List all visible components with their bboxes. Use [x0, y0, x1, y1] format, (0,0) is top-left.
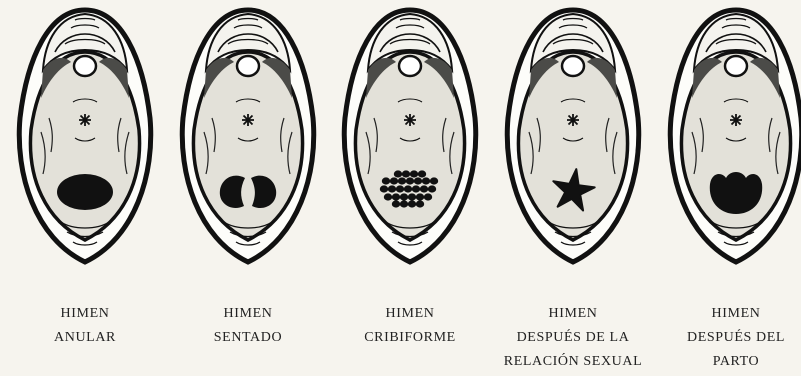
caption-line: HIMEN — [493, 302, 653, 326]
illustration-cribiforme — [340, 6, 480, 268]
figure-sentado: HIMENSENTADO — [168, 0, 328, 376]
caption-despues-parto: HIMENDESPUÉS DELPARTO — [656, 302, 801, 374]
urethra-icon — [404, 114, 416, 126]
urethra-icon — [79, 114, 91, 126]
figure-anular: HIMENANULAR — [5, 0, 165, 376]
caption-line: PARTO — [656, 350, 801, 374]
illustration-despues-parto — [666, 6, 801, 268]
figure-despues-parto: HIMENDESPUÉS DELPARTO — [656, 0, 801, 376]
figure-despues-relacion: HIMENDESPUÉS DE LARELACIÓN SEXUAL — [493, 0, 653, 376]
urethra-icon — [242, 114, 254, 126]
caption-line: RELACIÓN SEXUAL — [493, 350, 653, 374]
caption-sentado: HIMENSENTADO — [168, 302, 328, 350]
annular-opening — [57, 174, 113, 210]
caption-anular: HIMENANULAR — [5, 302, 165, 350]
clitoris — [562, 56, 584, 76]
clitoris — [74, 56, 96, 76]
caption-line: DESPUÉS DEL — [656, 326, 801, 350]
caption-line: HIMEN — [656, 302, 801, 326]
caption-line: HIMEN — [5, 302, 165, 326]
caption-cribiforme: HIMENCRIBIFORME — [330, 302, 490, 350]
figure-cribiforme: HIMENCRIBIFORME — [330, 0, 490, 376]
caption-line: ANULAR — [5, 326, 165, 350]
illustration-anular — [15, 6, 155, 268]
urethra-icon — [730, 114, 742, 126]
caption-line: CRIBIFORME — [330, 326, 490, 350]
caption-line: HIMEN — [168, 302, 328, 326]
caption-line: SENTADO — [168, 326, 328, 350]
clitoris — [237, 56, 259, 76]
illustration-sentado — [178, 6, 318, 268]
caption-line: DESPUÉS DE LA — [493, 326, 653, 350]
caption-line: HIMEN — [330, 302, 490, 326]
clitoris — [399, 56, 421, 76]
clitoris — [725, 56, 747, 76]
illustration-despues-relacion — [503, 6, 643, 268]
urethra-icon — [567, 114, 579, 126]
caption-despues-relacion: HIMENDESPUÉS DE LARELACIÓN SEXUAL — [493, 302, 653, 374]
